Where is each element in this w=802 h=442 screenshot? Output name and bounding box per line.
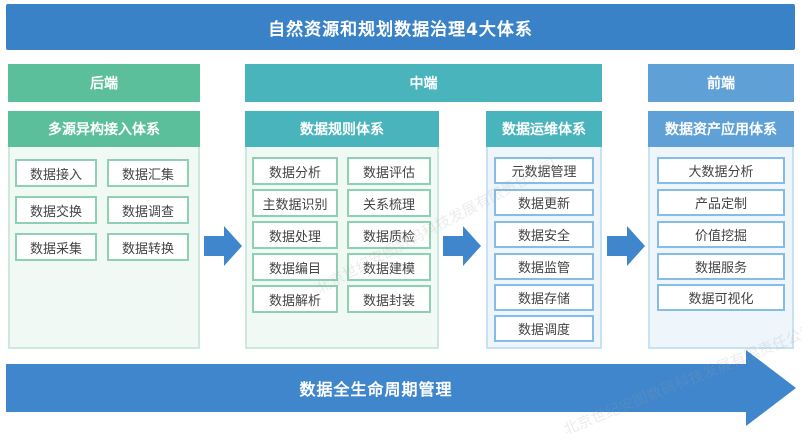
app-item: 数据服务 <box>657 253 785 280</box>
access-item: 数据交换 <box>15 196 97 224</box>
rules-item: 数据建模 <box>347 253 431 281</box>
title-banner: 自然资源和规划数据治理4大体系 <box>6 4 795 50</box>
lifecycle-label: 数据全生命周期管理 <box>299 380 453 399</box>
app-item: 数据可视化 <box>657 284 785 311</box>
lifecycle-arrow <box>6 348 796 428</box>
ops-item: 元数据管理 <box>494 157 594 184</box>
rules-item: 数据处理 <box>252 221 338 249</box>
app-item: 价值挖掘 <box>657 221 785 248</box>
access-item: 数据转换 <box>107 233 189 261</box>
access-section-title: 多源异构接入体系 <box>48 122 160 138</box>
access-item: 数据汇集 <box>107 159 189 187</box>
rules-item: 数据封装 <box>347 285 431 313</box>
ops-item: 数据监管 <box>494 253 594 280</box>
access-panel <box>8 111 200 349</box>
ops-item: 数据安全 <box>494 221 594 248</box>
rules-section-title: 数据规则体系 <box>300 122 384 138</box>
lifecycle-arrow-icon <box>6 350 796 426</box>
app-section-header: 数据资产应用体系 <box>648 111 794 147</box>
rules-item: 数据质检 <box>347 221 431 249</box>
page-title: 自然资源和规划数据治理4大体系 <box>268 19 533 40</box>
rules-item: 数据编目 <box>252 253 338 281</box>
app-item: 大数据分析 <box>657 157 785 184</box>
app-section-title: 数据资产应用体系 <box>665 122 777 138</box>
ops-item: 数据调度 <box>494 315 594 342</box>
app-item: 产品定制 <box>657 189 785 216</box>
rules-item: 数据评估 <box>347 157 431 185</box>
access-item: 数据调查 <box>107 196 189 224</box>
ops-section-title: 数据运维体系 <box>502 122 586 138</box>
flow-arrow-icon <box>607 224 645 268</box>
access-item: 数据采集 <box>15 233 97 261</box>
access-section-header: 多源异构接入体系 <box>8 111 200 147</box>
rules-item: 数据解析 <box>252 285 338 313</box>
ops-section-header: 数据运维体系 <box>486 111 602 147</box>
ops-item: 数据存储 <box>494 284 594 311</box>
flow-arrow-icon <box>204 224 242 268</box>
ops-item: 数据更新 <box>494 189 594 216</box>
flow-arrow-icon <box>443 224 481 268</box>
tier-label-frontend: 前端 <box>707 76 735 92</box>
tier-label-middle: 中端 <box>409 76 438 92</box>
rules-item: 主数据识别 <box>252 189 338 217</box>
rules-section-header: 数据规则体系 <box>245 111 439 147</box>
access-item: 数据接入 <box>15 159 97 187</box>
rules-item: 关系梳理 <box>347 189 431 217</box>
tier-header-middle: 中端 <box>245 64 602 102</box>
rules-item: 数据分析 <box>252 157 338 185</box>
tier-label-backend: 后端 <box>90 76 118 92</box>
tier-header-frontend: 前端 <box>648 64 794 102</box>
tier-header-backend: 后端 <box>8 64 200 102</box>
